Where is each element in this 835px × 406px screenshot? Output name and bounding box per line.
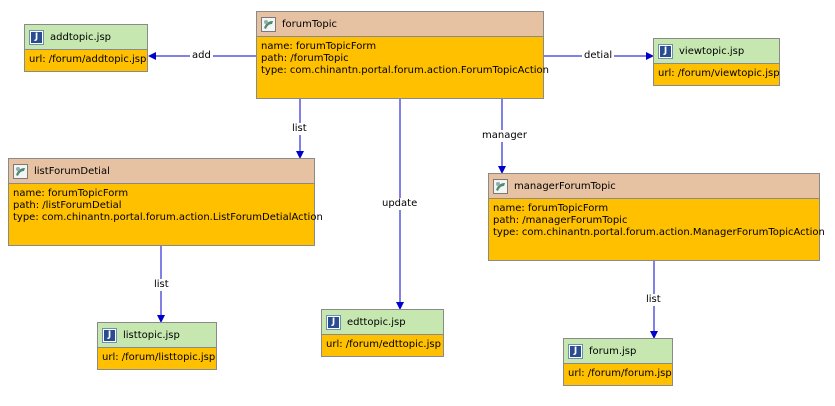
jsp-node-header: J listtopic.jsp: [98, 323, 216, 348]
jsp-node-title: addtopic.jsp: [50, 31, 112, 43]
edge-label-list-forumtopic: list: [290, 123, 309, 135]
action-form-name: name: forumTopicForm: [493, 203, 609, 214]
jsp-node-title: viewtopic.jsp: [679, 45, 745, 57]
action-type: type: com.chinantn.portal.forum.action.F…: [261, 65, 550, 76]
action-node-title: forumTopic: [282, 18, 337, 30]
jsp-icon-letter: J: [570, 345, 581, 357]
jsp-node-header: J viewtopic.jsp: [654, 39, 779, 64]
jsp-file-icon: J: [326, 314, 341, 330]
edge-label-manager: manager: [480, 130, 529, 142]
action-type: type: com.chinantn.portal.forum.action.M…: [493, 227, 825, 238]
action-path: path: /managerForumTopic: [493, 215, 628, 226]
jsp-icon-letter: J: [660, 45, 671, 57]
jsp-file-icon: J: [29, 29, 44, 45]
action-form-name: name: forumTopicForm: [13, 188, 129, 199]
jsp-node-header: J edttopic.jsp: [322, 310, 443, 335]
jsp-node-url: url: /forum/listtopic.jsp: [102, 352, 216, 363]
edge-label-list-listforumdetial: list: [152, 279, 171, 291]
jsp-node-title: listtopic.jsp: [123, 329, 180, 341]
action-node-body: name: forumTopicForm path: /managerForum…: [489, 199, 825, 239]
jsp-node-header: J forum.jsp: [564, 339, 672, 364]
jsp-node-edttopic[interactable]: J edttopic.jsp url: /forum/edttopic.jsp: [321, 309, 444, 357]
edge-label-update: update: [380, 198, 420, 210]
action-node-header: forumTopic: [257, 12, 543, 37]
action-node-header: listForumDetial: [9, 159, 314, 184]
jsp-node-url: url: /forum/edttopic.jsp: [326, 339, 441, 350]
action-node-body: name: forumTopicForm path: /listForumDet…: [9, 184, 323, 224]
struts-action-icon: [13, 163, 28, 179]
jsp-node-viewtopic[interactable]: J viewtopic.jsp url: /forum/viewtopic.js…: [653, 38, 780, 86]
jsp-node-url: url: /forum/addtopic.jsp: [29, 54, 147, 65]
jsp-file-icon: J: [658, 43, 673, 59]
action-node-forumtopic[interactable]: forumTopic name: forumTopicForm path: /f…: [256, 11, 550, 99]
action-form-name: name: forumTopicForm: [261, 41, 377, 52]
action-node-header: managerForumTopic: [489, 174, 819, 199]
struts-action-icon: [261, 16, 276, 32]
jsp-file-icon: J: [102, 327, 117, 343]
jsp-node-url: url: /forum/forum.jsp: [568, 368, 672, 379]
action-node-managerforumtopic[interactable]: managerForumTopic name: forumTopicForm p…: [488, 173, 825, 261]
jsp-icon-letter: J: [328, 316, 339, 328]
jsp-node-title: forum.jsp: [589, 345, 637, 357]
action-node-body: name: forumTopicForm path: /forumTopic t…: [257, 37, 550, 77]
jsp-icon-letter: J: [104, 329, 115, 341]
jsp-file-icon: J: [568, 343, 583, 359]
jsp-node-url: url: /forum/viewtopic.jsp: [658, 68, 780, 79]
jsp-icon-letter: J: [31, 31, 42, 43]
action-type: type: com.chinantn.portal.forum.action.L…: [13, 212, 323, 223]
action-path: path: /listForumDetial: [13, 200, 122, 211]
jsp-node-forum[interactable]: J forum.jsp url: /forum/forum.jsp: [563, 338, 673, 386]
edge-label-add: add: [190, 50, 213, 62]
action-node-title: listForumDetial: [34, 165, 110, 177]
jsp-node-header: J addtopic.jsp: [25, 25, 147, 50]
action-node-listforumdetial[interactable]: listForumDetial name: forumTopicForm pat…: [8, 158, 323, 246]
action-node-title: managerForumTopic: [514, 180, 616, 192]
jsp-node-title: edttopic.jsp: [347, 316, 406, 328]
edge-label-detial: detial: [582, 50, 615, 62]
edge-label-list-managerforumtopic: list: [644, 294, 663, 306]
jsp-node-addtopic[interactable]: J addtopic.jsp url: /forum/addtopic.jsp: [24, 24, 148, 72]
struts-action-icon: [493, 178, 508, 194]
action-path: path: /forumTopic: [261, 53, 349, 64]
jsp-node-listtopic[interactable]: J listtopic.jsp url: /forum/listtopic.js…: [97, 322, 217, 370]
